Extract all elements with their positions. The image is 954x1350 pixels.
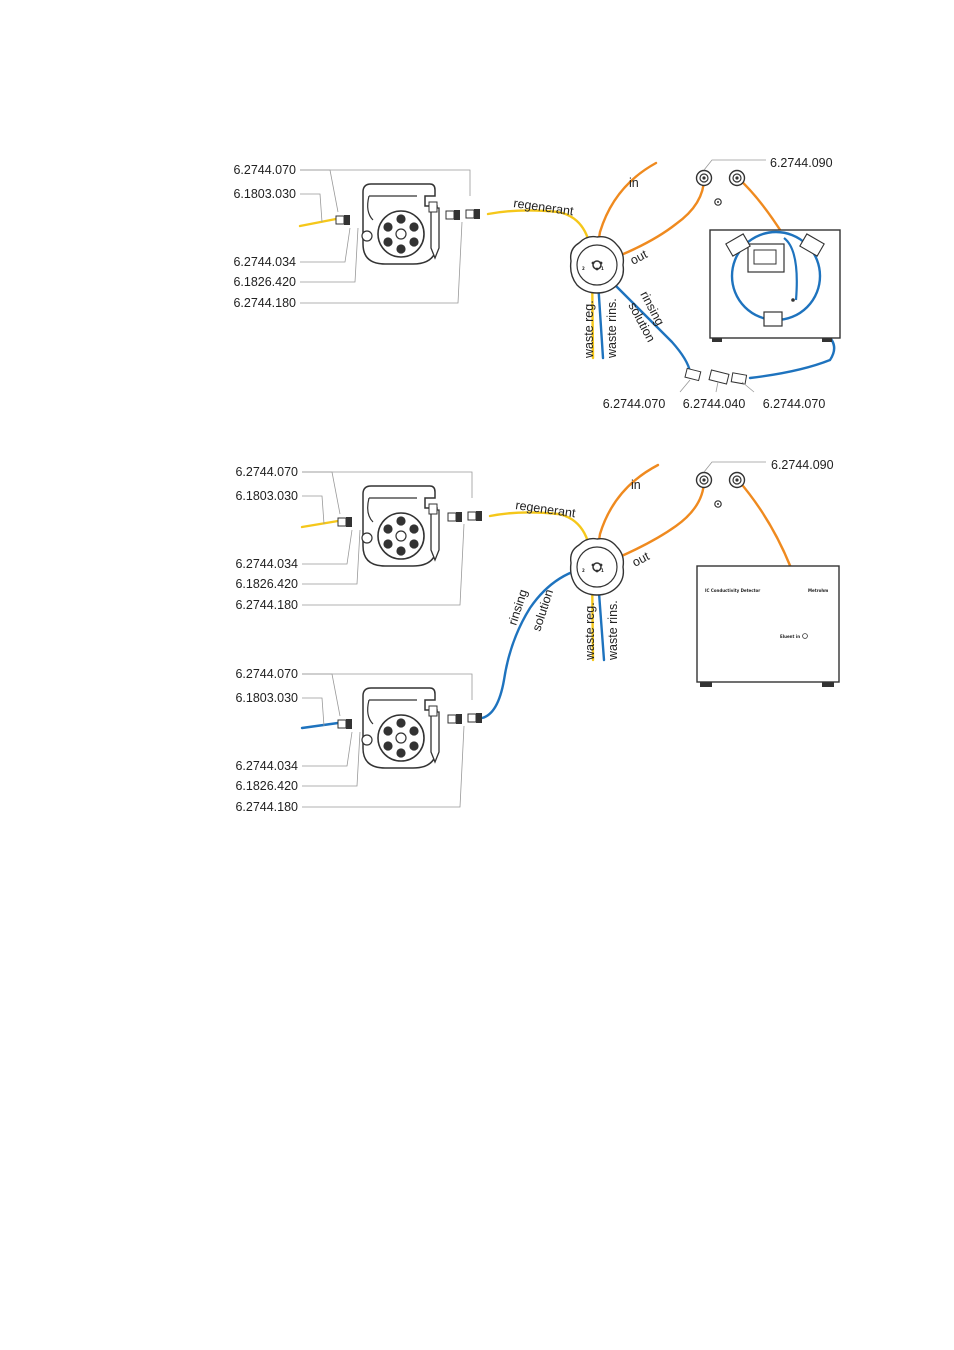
detector-label: 6.2744.090 [770,156,833,170]
pump1-label-5: 6.2744.180 [235,598,298,612]
svg-text:1: 1 [601,266,604,271]
pump2-outlet-fitting-1 [447,713,463,725]
waste-reg-label-2: waste reg. [583,602,597,661]
pump1-inlet-fitting [337,516,353,528]
in-label: in [629,176,639,190]
pump2-label-4: 6.1826.420 [235,779,298,793]
detector2-port-right [728,471,746,489]
top-diagram: 6.2744.070 6.1803.030 6.2744.034 6.1826.… [233,156,841,411]
svg-text:2: 2 [582,266,585,271]
connector-label-1: 6.2744.070 [603,397,666,411]
detector-port-label: Eluent in [780,634,800,639]
pump1-outlet-fitting-1 [447,511,463,523]
pump1-label-4: 6.1826.420 [235,577,298,591]
connector-label-3: 6.2744.070 [763,397,826,411]
pump-label-5: 6.2744.180 [233,296,296,310]
pump1-label-2: 6.1803.030 [235,489,298,503]
svg-text:1: 1 [601,568,604,573]
conductivity-detector: IC Conductivity Detector Metrohm Eluent … [696,565,840,687]
solution-label-2: solution [530,588,557,633]
valve-top [569,235,625,294]
pump-label-2: 6.1803.030 [233,187,296,201]
eluent-out-tube-2 [596,478,706,568]
in-label-2: in [631,478,641,492]
detector-brand: Metrohm [808,588,828,593]
pump2-label-3: 6.2744.034 [235,759,298,773]
regenerant-tube [298,209,595,360]
rinsing-tube-2 [300,564,606,730]
detector-label-2: 6.2744.090 [771,458,834,472]
pump1-outlet-fitting-2 [467,510,483,522]
pump1-label-3: 6.2744.034 [235,557,298,571]
detector-tube [736,176,786,238]
pump2-label-1: 6.2744.070 [235,667,298,681]
detector2-port-left [695,471,713,489]
bottom-diagram: 6.2744.070 6.1803.030 6.2744.034 6.1826.… [235,458,840,814]
pump1-label-1: 6.2744.070 [235,465,298,479]
pump2-label-2: 6.1803.030 [235,691,298,705]
connector-label-2: 6.2744.040 [683,397,746,411]
eluent-in-tube [593,161,658,264]
pump-label-4: 6.1826.420 [233,275,296,289]
pump-label-3: 6.2744.034 [233,255,296,269]
pump-inlet-fitting [335,214,351,226]
regenerant-label-2: regenerant [515,498,577,520]
rinsing-label-2: rinsing [506,588,531,627]
peristaltic-pump-upper [361,485,440,567]
detector-port-left [695,169,713,187]
svg-text:2: 2 [582,568,585,573]
regenerant-label: regenerant [513,196,575,218]
eluent-in-tube-2 [593,463,660,568]
pump2-label-5: 6.2744.180 [235,800,298,814]
detector-name: IC Conductivity Detector [705,588,760,593]
pump-outlet-fitting-1 [445,209,461,221]
waste-rins-label: waste rins. [605,298,619,359]
valve-bottom [569,537,625,596]
out-label-2: out [630,549,652,570]
pump2-outlet-fitting-2 [467,712,483,724]
detector-box-top [709,229,841,342]
waste-reg-label: waste reg. [582,300,596,359]
waste-rins-label-2: waste rins. [606,600,620,661]
pump-label-1: 6.2744.070 [233,163,296,177]
peristaltic-pump-top [361,183,440,265]
inline-connectors [684,367,748,385]
detector-port-right [728,169,746,187]
peristaltic-pump-lower [361,687,440,769]
pump2-inlet-fitting [337,718,353,730]
pump-outlet-fitting-2 [465,208,481,220]
